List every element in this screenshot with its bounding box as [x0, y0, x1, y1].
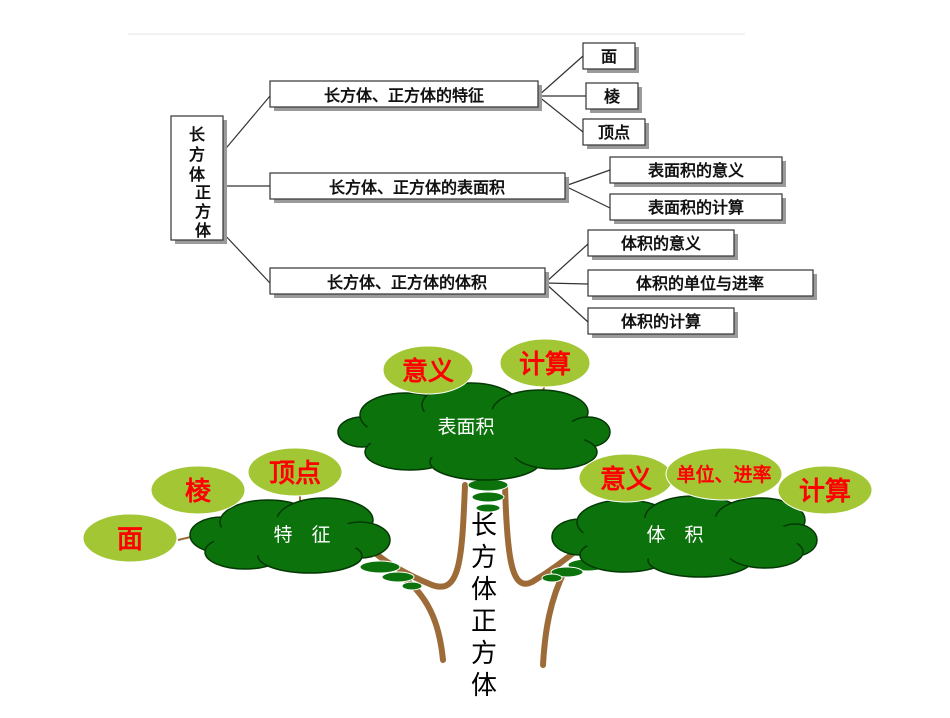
root-char-6: 体 — [195, 221, 212, 240]
disc-left-1 — [359, 560, 401, 574]
leaf-left-2 — [150, 465, 246, 515]
trunk-char-6: 体 — [471, 671, 497, 701]
leaf-top-2-label: 计算 — [519, 349, 571, 380]
leaf-right-3 — [777, 465, 873, 515]
connector-b3-item-2 — [544, 282, 589, 285]
tree-illustration: 特 征 表面积 体 积 面 — [82, 338, 873, 701]
crown-left-label: 特 征 — [273, 524, 330, 546]
leaf-right-3-label: 计算 — [799, 476, 851, 507]
b1-item-1-box — [582, 42, 636, 70]
disc-left-2 — [381, 571, 415, 583]
crown-left — [189, 497, 391, 574]
crown-right-label: 体 积 — [646, 524, 703, 546]
connector-root-branch-3 — [221, 231, 271, 284]
b2-item-1-label: 表面积的意义 — [647, 161, 744, 180]
b2-item-2-label: 表面积的计算 — [647, 198, 744, 217]
leaf-left-3-label: 顶点 — [269, 458, 321, 489]
crown-top-label: 表面积 — [437, 416, 494, 438]
connector-b2-item-2 — [564, 185, 611, 209]
b3-item-1-label: 体积的意义 — [621, 234, 701, 253]
b1-item-1-label: 面 — [601, 47, 617, 66]
root-char-5: 方 — [195, 202, 211, 221]
trunk-char-2: 方 — [471, 543, 497, 573]
trunk-char-4: 正 — [471, 607, 497, 637]
root-char-1: 长 — [189, 125, 206, 144]
b3-item-2-label: 体积的单位与进率 — [636, 274, 764, 293]
branch-1-label: 长方体、正方体的特征 — [324, 86, 484, 105]
b2-item-1-box — [609, 156, 783, 184]
connector-root-branch-1 — [221, 95, 271, 154]
b3-item-3-box — [587, 307, 735, 335]
crown-right — [551, 495, 818, 578]
leaf-top-1-label: 意义 — [402, 356, 454, 387]
disc-top-2 — [471, 491, 505, 503]
b1-item-3-label: 顶点 — [598, 123, 630, 142]
root-box — [170, 115, 224, 241]
crown-top — [337, 382, 611, 481]
b1-item-2-label: 棱 — [604, 87, 621, 106]
connector-b3-item-3 — [544, 282, 589, 323]
disc-right-3 — [541, 573, 563, 583]
tree-branch-right-upper — [502, 482, 585, 587]
leaf-left-2-label: 棱 — [185, 477, 212, 507]
b3-item-3-label: 体积的计算 — [621, 312, 701, 331]
branch-3-box — [269, 267, 546, 295]
trunk-char-5: 方 — [471, 639, 497, 669]
trunk-char-1: 长 — [471, 511, 497, 541]
disc-top-3 — [475, 503, 501, 513]
tree-branch-right-lower — [540, 567, 568, 668]
leaf-right-2-label: 单位、进率 — [676, 463, 771, 486]
connector-b2-item-1 — [564, 169, 611, 187]
root-char-2: 方 — [189, 145, 205, 164]
branch-2-box — [269, 172, 566, 200]
b1-item-3-box — [582, 118, 646, 146]
connector-b1-item-1 — [537, 55, 584, 97]
root-char-3: 体 — [189, 165, 206, 184]
leaf-top-1 — [382, 345, 474, 395]
b2-item-2-box — [609, 193, 783, 221]
leaf-right-2 — [665, 447, 783, 501]
connector-b3-item-1 — [544, 243, 589, 284]
leaf-right-1-label: 意义 — [600, 464, 652, 495]
connector-b1-item-3 — [537, 95, 584, 133]
disc-left-3 — [401, 581, 423, 591]
b1-item-2-box — [585, 82, 639, 110]
leaf-left-1 — [82, 513, 178, 563]
root-char-4: 正 — [195, 183, 211, 202]
leaf-left-1-label: 面 — [117, 525, 143, 555]
disc-right-2 — [550, 566, 584, 578]
branch-2-label: 长方体、正方体的表面积 — [329, 178, 505, 197]
branch-1-box — [269, 80, 539, 108]
leaf-top-2 — [499, 338, 591, 388]
leaf-left-3 — [247, 447, 343, 497]
trunk-char-3: 体 — [471, 575, 497, 605]
b3-item-2-box — [587, 269, 814, 297]
outline-diagram: 长 方 体 正 方 体 长方体、正方体的特征 长方体、正方体的表面积 长方体、正… — [170, 42, 817, 338]
disc-top-1 — [467, 478, 509, 492]
branch-3-label: 长方体、正方体的体积 — [327, 273, 487, 292]
b3-item-1-box — [587, 229, 735, 257]
